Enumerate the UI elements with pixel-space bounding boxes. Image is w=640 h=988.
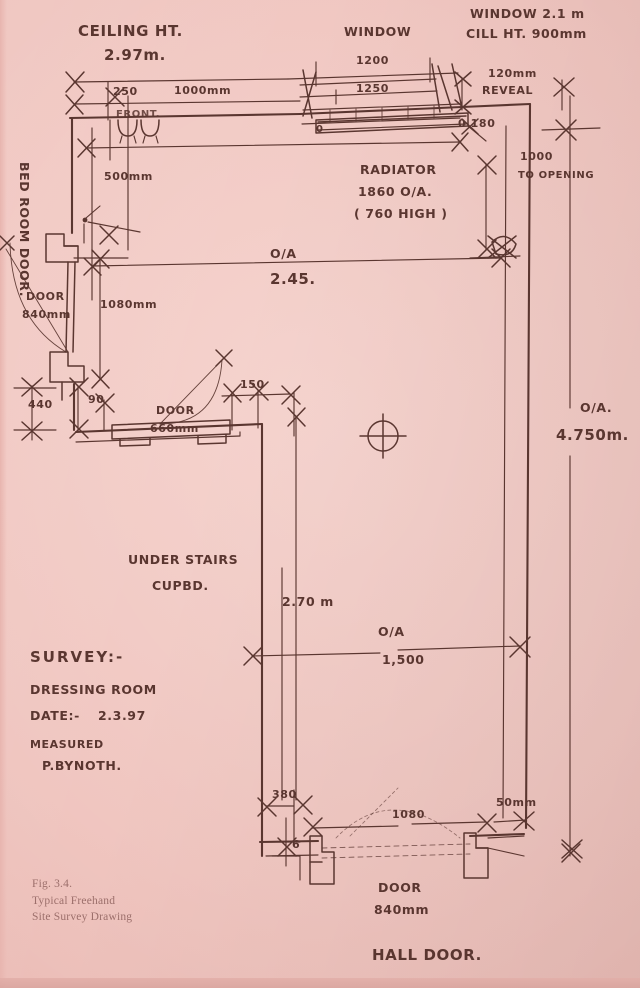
ceiling-height-value: 2.97m. <box>104 46 166 64</box>
dimension-1250: 1250 <box>356 82 389 95</box>
overall-4750-label: O/A. <box>580 400 612 415</box>
overall-4750-value: 4.750m. <box>556 426 629 444</box>
radiator-overall: 1860 O/A. <box>358 184 432 199</box>
north-wall <box>68 102 532 125</box>
hall-door-label: HALL DOOR. <box>372 946 482 964</box>
dimension-440: 440 <box>28 398 53 411</box>
overall-245-label: O/A <box>270 246 297 261</box>
hall-door-frame-right <box>463 832 525 879</box>
dimension-1200: 1200 <box>356 54 389 67</box>
under-stairs-line2: CUPBD. <box>152 578 209 593</box>
ceiling-height-label: CEILING HT. <box>78 22 183 40</box>
dimension-380: 380 <box>272 788 297 801</box>
figure-caption-line2: Site Survey Drawing <box>32 911 133 924</box>
dimension-250: 250 <box>113 85 138 98</box>
dimension-90: 90 <box>88 393 105 406</box>
reveal-label: REVEAL <box>482 84 533 97</box>
figure-caption: Fig. 3.4. Typical Freehand Site Survey D… <box>32 876 132 926</box>
dimension-150: 150 <box>240 378 265 391</box>
figure-caption-line1: Typical Freehand <box>32 894 116 907</box>
figure-number: Fig. 3.4. <box>32 878 73 890</box>
east-wall <box>469 77 601 830</box>
overall-1500-dimension <box>243 636 531 666</box>
sheet-bottom-edge <box>0 978 640 988</box>
hall-door-dim-label: DOOR <box>378 880 422 895</box>
west-wall <box>70 116 141 301</box>
front-note: FRONT. <box>116 109 160 120</box>
dimension-1000mm: 1000mm <box>174 84 231 97</box>
under-stairs-line1: UNDER STAIRS <box>128 552 238 567</box>
survey-surveyor: P.BYNOTH. <box>42 758 122 773</box>
window-label: WINDOW <box>344 24 411 39</box>
hall-door-dim-value: 840mm <box>374 902 429 917</box>
dimension-1080mm: 1080mm <box>100 298 157 311</box>
dimension-1080 <box>73 249 129 389</box>
dimension-0-180: 0 180 <box>458 117 495 130</box>
overall-245-value: 2.45. <box>270 270 316 288</box>
ceiling-light-symbol <box>359 413 407 459</box>
dimension-500mm: 500mm <box>104 170 153 183</box>
dimension-50mm: 50mm <box>496 796 537 809</box>
reveal-dimension: 120mm <box>488 67 537 80</box>
dimension-1000-right: 1000 <box>520 150 553 163</box>
survey-heading: SURVEY:- <box>30 648 124 666</box>
window-height-note: WINDOW 2.1 m <box>470 6 585 21</box>
door-660-value: 660mm <box>150 422 199 435</box>
radiator-height: ( 760 HIGH ) <box>354 206 448 221</box>
dimension-window-0: 0 <box>316 124 324 135</box>
radiator-symbol <box>317 105 467 131</box>
survey-date-label: DATE:- <box>30 708 80 723</box>
bottom-dimensions <box>257 789 583 867</box>
dimension-270m: 2.70 m <box>282 594 334 609</box>
wall-fixture-brackets <box>117 119 160 144</box>
survey-room: DRESSING ROOM <box>30 682 157 697</box>
under-stairs-walls <box>74 349 264 802</box>
overall-1500-value: 1,500 <box>382 652 425 667</box>
radiator-dimension <box>77 118 487 158</box>
bedroom-door-dim-label: DOOR <box>26 290 65 303</box>
hall-door-swing <box>321 787 471 859</box>
cill-height-note: CILL HT. 900mm <box>466 26 587 41</box>
dimension-to-opening: TO OPENING <box>518 170 594 181</box>
overall-4750-dimension <box>561 95 581 863</box>
dimension-270m <box>281 407 306 801</box>
sheet-left-edge <box>0 0 7 988</box>
dimension-6: 6 <box>292 838 300 851</box>
overall-1500-label: O/A <box>378 624 405 639</box>
dimension-440-90 <box>13 377 115 441</box>
door-660-label: DOOR <box>156 404 195 417</box>
bedroom-door-label: BED ROOM DOOR. <box>17 162 32 297</box>
survey-measured-label: MEASURED <box>30 738 104 751</box>
survey-date-value: 2.3.97 <box>98 708 146 723</box>
bedroom-door-dim-value: 840mm <box>22 308 71 321</box>
radiator-label: RADIATOR <box>360 162 437 177</box>
dimension-1080-bottom: 1080 <box>392 808 425 821</box>
